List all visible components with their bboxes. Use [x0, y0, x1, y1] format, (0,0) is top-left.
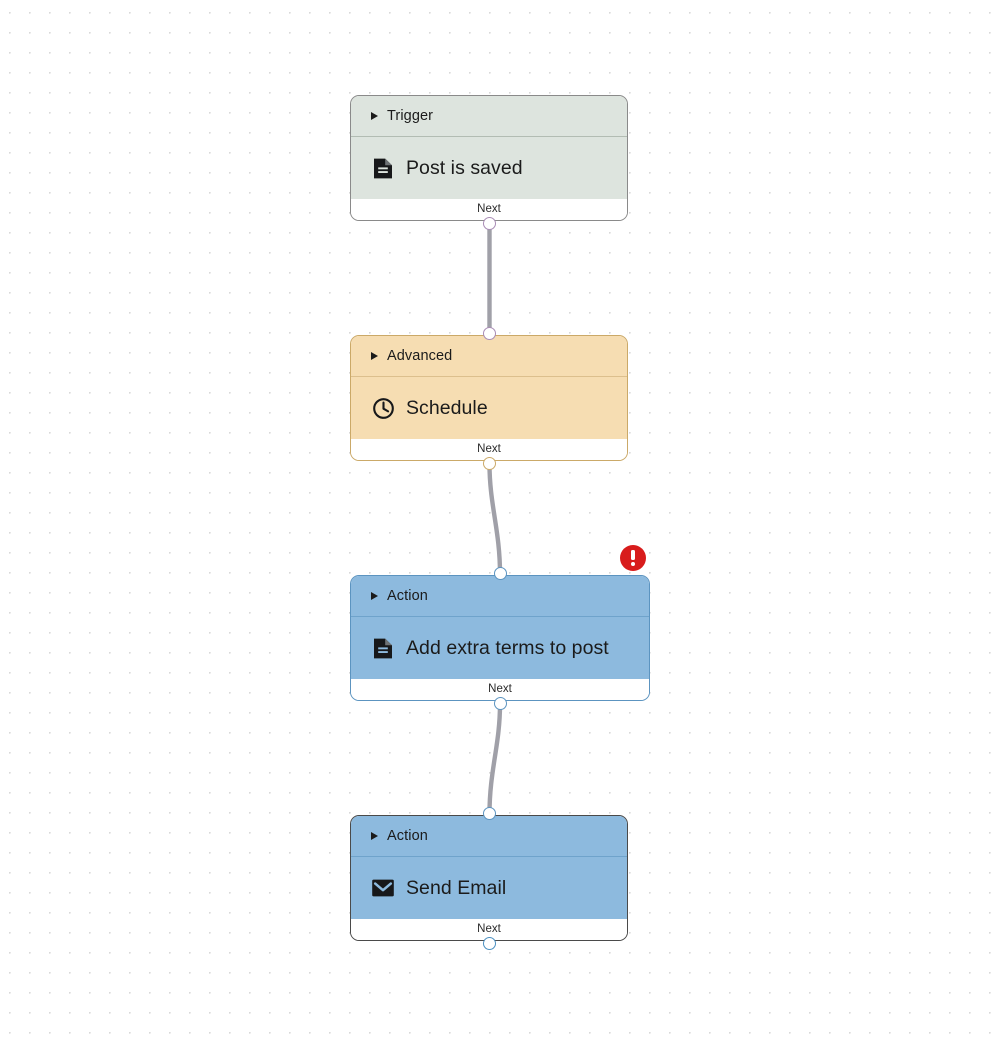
node-footer-next[interactable]: Next	[351, 679, 649, 700]
node-header-trigger[interactable]: Trigger	[351, 96, 627, 136]
node-body-trigger[interactable]: Post is saved	[351, 137, 627, 200]
next-label: Next	[477, 923, 501, 936]
port-action1-out[interactable]	[494, 697, 507, 710]
collapse-triangle-icon[interactable]	[371, 592, 378, 600]
node-type-label: Action	[387, 588, 428, 604]
node-header-action[interactable]: Action	[351, 576, 649, 616]
node-name-label: Post is saved	[406, 156, 523, 179]
port-action2-in[interactable]	[483, 807, 496, 820]
node-name-label: Send Email	[406, 876, 507, 899]
collapse-triangle-icon[interactable]	[371, 352, 378, 360]
port-action1-in[interactable]	[494, 567, 507, 580]
workflow-node-action-send-email[interactable]: Action Send Email Next	[350, 815, 628, 941]
node-divider	[351, 136, 627, 138]
node-type-label: Advanced	[387, 348, 453, 364]
node-divider	[351, 616, 649, 618]
node-footer-next[interactable]: Next	[351, 919, 627, 940]
document-icon	[371, 636, 395, 660]
node-divider	[351, 376, 627, 378]
clock-icon	[371, 396, 395, 420]
port-advanced-in[interactable]	[483, 327, 496, 340]
node-footer-next[interactable]: Next	[351, 439, 627, 460]
workflow-node-advanced[interactable]: Advanced Schedule Next	[350, 335, 628, 461]
node-body-action[interactable]: Send Email	[351, 857, 627, 920]
next-label: Next	[477, 443, 501, 456]
port-trigger-out[interactable]	[483, 217, 496, 230]
node-body-advanced[interactable]: Schedule	[351, 377, 627, 440]
node-header-advanced[interactable]: Advanced	[351, 336, 627, 376]
port-advanced-out[interactable]	[483, 457, 496, 470]
collapse-triangle-icon[interactable]	[371, 112, 378, 120]
error-badge[interactable]	[620, 545, 646, 571]
node-type-label: Action	[387, 828, 428, 844]
port-action2-out[interactable]	[483, 937, 496, 950]
workflow-node-trigger[interactable]: Trigger Post is saved Next	[350, 95, 628, 221]
next-label: Next	[488, 683, 512, 696]
workflow-node-action-add-terms[interactable]: Action Add extra terms to post Next	[350, 575, 650, 701]
next-label: Next	[477, 203, 501, 216]
document-icon	[371, 156, 395, 180]
node-header-action[interactable]: Action	[351, 816, 627, 856]
exclamation-icon	[631, 550, 635, 566]
node-footer-next[interactable]: Next	[351, 199, 627, 220]
node-divider	[351, 856, 627, 858]
collapse-triangle-icon[interactable]	[371, 832, 378, 840]
node-body-action[interactable]: Add extra terms to post	[351, 617, 649, 680]
node-type-label: Trigger	[387, 108, 434, 124]
node-name-label: Schedule	[406, 396, 488, 419]
node-name-label: Add extra terms to post	[406, 636, 609, 659]
envelope-icon	[371, 876, 395, 900]
